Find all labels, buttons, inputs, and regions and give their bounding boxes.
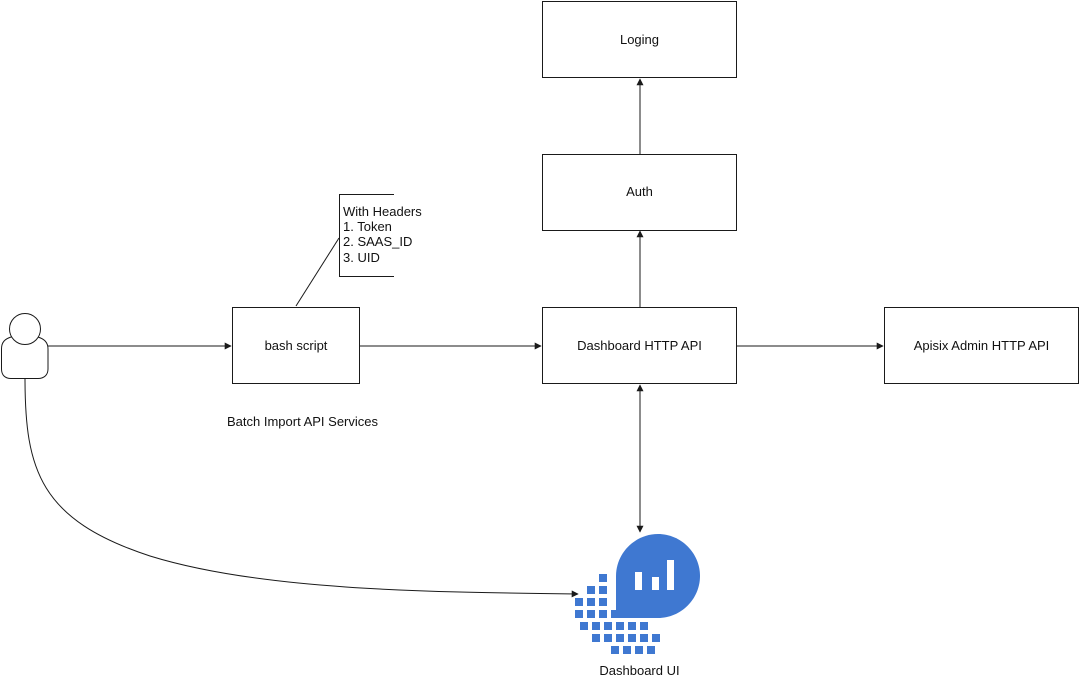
dashboard-http-api-box [542, 307, 737, 384]
node-apisix-admin-http-api: Apisix Admin HTTP API [884, 307, 1079, 384]
auth-label: Auth [626, 184, 653, 199]
dashboard-logo-pixels [575, 574, 660, 654]
loging-label: Loging [620, 32, 659, 47]
apisix-admin-http-api-box [884, 307, 1079, 384]
auth-box [542, 154, 737, 231]
note-line-4: 3. UID [343, 250, 380, 265]
user-head [9, 313, 41, 345]
node-loging: Loging [542, 1, 737, 78]
dashboard-logo-drop [616, 534, 700, 618]
note-connector [295, 237, 340, 307]
dashboard-logo-icon [575, 534, 700, 654]
batch-import-caption: Batch Import API Services [227, 414, 379, 429]
node-dashboard-http-api: Dashboard HTTP API [542, 307, 737, 384]
dashboard-http-api-label: Dashboard HTTP API [577, 338, 702, 353]
user-icon [1, 313, 49, 379]
bash-script-label: bash script [265, 338, 328, 353]
edge-user-to-dashboard-ui [24, 377, 579, 598]
dashboard-logo-bars [635, 560, 674, 590]
node-bash-script: bash script [232, 307, 360, 384]
node-auth: Auth [542, 154, 737, 231]
note-line-2: 1. Token [343, 219, 392, 234]
note-line-3: 2. SAAS_ID [343, 234, 412, 249]
loging-box [542, 1, 737, 78]
headers-note: With Headers 1. Token 2. SAAS_ID 3. UID [339, 194, 422, 277]
dashboard-ui-label: Dashboard UI [599, 663, 679, 678]
bash-script-box [232, 307, 360, 384]
note-line-1: With Headers [343, 204, 422, 219]
edges [24, 78, 884, 598]
note-bracket [339, 194, 394, 277]
apisix-admin-http-api-label: Apisix Admin HTTP API [914, 338, 1050, 353]
